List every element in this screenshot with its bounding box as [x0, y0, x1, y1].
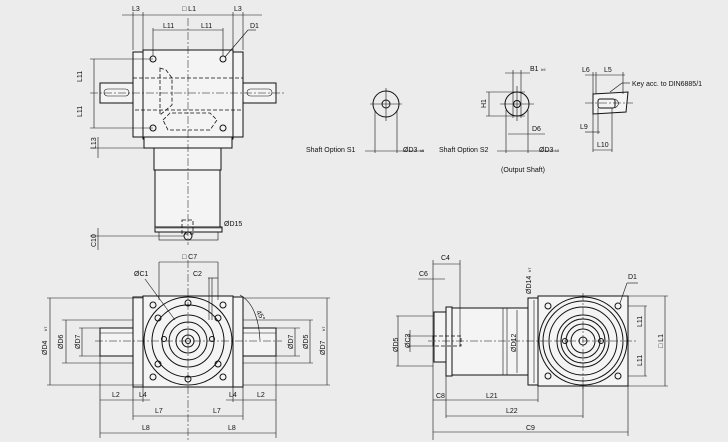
svg-text:h9: h9 [541, 67, 546, 72]
output-shaft-caption: (Output Shaft) [501, 167, 545, 174]
shaft-option-s1: Shaft Option S1 ØD3 k6 [306, 88, 425, 154]
key-l10: L10 [597, 142, 609, 149]
dim-c6: C6 [419, 271, 428, 278]
dim-l4-right: L4 [229, 392, 237, 399]
dim-c9: C9 [526, 425, 535, 432]
adapter [153, 147, 222, 171]
dim-c1: ØC1 [134, 271, 149, 278]
dim-l11-side-top: L11 [77, 71, 84, 82]
key-l6: L6 [582, 67, 590, 74]
dim-l1: □ L1 [658, 334, 665, 348]
dim-c2: C2 [193, 271, 202, 278]
svg-text:k6: k6 [555, 148, 560, 153]
svg-text:h7: h7 [43, 326, 48, 331]
dim-d7-outer: ØD7 [320, 341, 327, 356]
dim-d5: ØD5 [303, 335, 310, 350]
dim-l7-right: L7 [213, 408, 221, 415]
s2-d6: D6 [532, 126, 541, 133]
svg-text:h7: h7 [321, 326, 326, 331]
dim-d5: ØD5 [393, 338, 400, 353]
key-l9: L9 [580, 124, 588, 131]
dim-l21: L21 [486, 393, 498, 400]
key-l5: L5 [604, 67, 612, 74]
hidden-gear-2 [162, 112, 218, 131]
dim-l7-left: L7 [155, 408, 163, 415]
dim-c4: C4 [441, 255, 450, 262]
dim-d1: D1 [628, 274, 637, 281]
motor-body [154, 169, 221, 228]
dim-l3-right: L3 [234, 6, 242, 13]
s1-label: Shaft Option S1 [306, 147, 356, 154]
dim-l11-top: L11 [637, 316, 644, 327]
dim-l11-bottom: L11 [637, 355, 644, 366]
s2-label: Shaft Option S2 [439, 147, 489, 154]
svg-text:h7: h7 [527, 267, 532, 272]
dim-d15: ØD15 [224, 221, 242, 228]
dim-l2-left: L2 [112, 392, 120, 399]
side-view: C4 C6 ØD14 h7 D1 ØD5 ØC3 ØD12 L11 L11 □ … [393, 255, 668, 440]
dim-c3: ØC3 [405, 334, 412, 349]
dim-l11-side-bottom: L11 [77, 106, 84, 117]
shaft-option-s2: B1 h9 H1 D6 Shaft Option S2 ØD3 k6 (Outp… [439, 66, 560, 174]
s1-d3: ØD3 [403, 147, 418, 154]
dim-d6: ØD6 [58, 335, 65, 350]
dim-d1: D1 [250, 23, 259, 30]
dim-l11-left: L11 [163, 23, 174, 30]
dim-l8-left: L8 [142, 425, 150, 432]
hidden-gear-1 [159, 67, 173, 116]
svg-text:k6: k6 [420, 148, 425, 153]
s2-h1: H1 [481, 99, 488, 108]
right-key [246, 88, 273, 97]
dim-c7: □ C7 [182, 254, 197, 261]
dim-l8-right: L8 [228, 425, 236, 432]
dim-angle: 45° [254, 309, 266, 322]
dim-d7-left: ØD7 [75, 335, 82, 350]
dim-d14: ØD14 [526, 276, 533, 294]
dim-l11-right: L11 [201, 23, 212, 30]
top-view: L3 □ L1 L3 L11 L11 D1 L11 L11 L13 ØD15 C… [77, 6, 285, 250]
dim-l3-left: L3 [132, 6, 140, 13]
s2-d3: ØD3 [539, 147, 554, 154]
dim-c8: C8 [436, 393, 445, 400]
s2-b1: B1 [530, 66, 539, 73]
dim-c10: C10 [91, 234, 98, 247]
dim-l1: □ L1 [182, 6, 196, 13]
dim-d12: ØD12 [511, 334, 518, 352]
key-detail: L6 L5 Key acc. to DIN6885/1 L9 L10 [580, 67, 702, 152]
key-note: Key acc. to DIN6885/1 [632, 81, 702, 88]
dim-l2-right: L2 [257, 392, 265, 399]
left-key [103, 88, 130, 97]
dim-l13: L13 [91, 137, 98, 149]
dim-l4-left: L4 [139, 392, 147, 399]
front-view: □ C7 ØC1 C2 45° ØD4 h7 ØD6 ØD7 ØD7 ØD5 Ø… [42, 254, 330, 440]
dim-l22: L22 [506, 408, 518, 415]
dim-d4: ØD4 [42, 341, 49, 356]
dim-d7-right: ØD7 [288, 335, 295, 350]
